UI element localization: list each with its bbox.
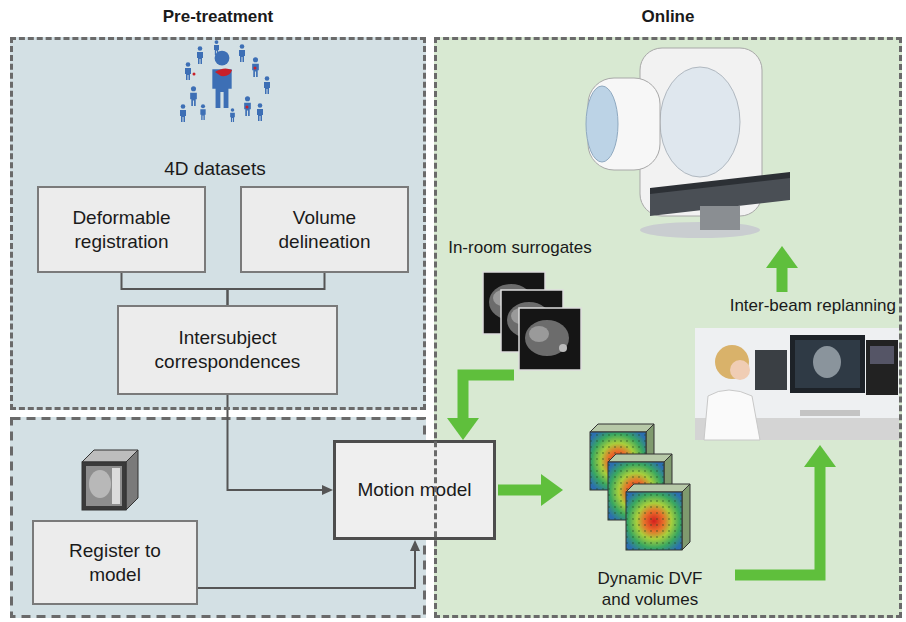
population-icon	[193, 73, 196, 76]
mr-slices	[525, 320, 569, 356]
population-icon	[239, 44, 245, 62]
flow-arrow	[766, 246, 798, 292]
image-node: Dynamic DVF and volumes	[565, 425, 735, 610]
box-text: Deformable registration	[47, 206, 196, 254]
flow-arrow	[735, 466, 820, 575]
arrow-head	[447, 418, 479, 440]
flow-arrow	[463, 375, 514, 419]
arrow-head	[410, 540, 420, 551]
workstation-photo	[800, 410, 860, 416]
connector-line	[228, 395, 334, 495]
box-text: Intersubject correspondences	[127, 326, 328, 374]
image-caption: In-room surrogates	[442, 238, 598, 258]
workstation-photo	[755, 350, 787, 390]
dvf-cubes	[590, 424, 690, 550]
population-icon	[190, 86, 197, 106]
panel-ground	[10, 37, 902, 618]
linac-illustration	[586, 48, 790, 238]
workstation-photo	[695, 328, 899, 440]
population-icon	[264, 76, 270, 94]
workstation-photo	[695, 328, 899, 440]
flow-arrow	[735, 445, 836, 575]
linac-illustration	[700, 206, 740, 230]
population-icon	[200, 104, 205, 120]
population-icon	[254, 67, 257, 70]
population-icon	[180, 40, 270, 122]
panel-ground	[10, 37, 426, 410]
workstation-photo	[866, 340, 898, 395]
image-caption: Dynamic DVF and volumes	[585, 569, 715, 610]
workstation-photo	[730, 360, 750, 380]
flow-arrow	[447, 375, 514, 440]
box-text: Volume delineation	[250, 206, 399, 254]
volume-cube	[126, 450, 138, 510]
image-caption: Inter-beam replanning	[730, 296, 896, 316]
population-icon	[215, 68, 232, 76]
workstation-photo	[704, 390, 760, 440]
workstation-photo	[870, 346, 894, 364]
mr-slices	[519, 308, 581, 370]
mr-slices	[529, 326, 549, 342]
dvf-cubes	[682, 484, 690, 550]
volume-cube	[82, 462, 126, 510]
connector-line	[198, 550, 415, 588]
population-icon	[212, 51, 231, 108]
workstation-photo	[790, 335, 865, 393]
arrow-head	[322, 485, 333, 495]
panel-ground	[434, 37, 902, 618]
connector-line	[198, 540, 420, 588]
panel-heading: Online	[437, 7, 899, 27]
volume-cube	[82, 450, 138, 510]
population-icon	[185, 62, 191, 80]
volume-cube	[112, 468, 120, 504]
population-icon	[197, 46, 203, 64]
process-box: Register to model	[32, 520, 198, 605]
population-icon	[180, 104, 186, 122]
dvf-cubes	[608, 454, 672, 462]
mr-slices	[483, 272, 581, 370]
dvf-cubes	[626, 492, 682, 550]
population-icon	[246, 106, 249, 109]
workstation-photo	[813, 346, 841, 378]
flow-arrow	[777, 266, 788, 292]
model-box: Motion model	[333, 440, 496, 540]
volume-cube	[86, 466, 122, 506]
flow-arrow	[766, 246, 798, 268]
dvf-cubes	[626, 492, 682, 550]
connector-line	[228, 273, 325, 305]
flow-arrow	[498, 474, 563, 506]
population-icon	[244, 96, 251, 116]
image-node: In-room surrogates	[442, 238, 598, 372]
population-icon	[257, 103, 263, 121]
connector-line	[122, 273, 228, 305]
linac-illustration	[586, 86, 618, 162]
process-box: Intersubject correspondences	[117, 305, 338, 395]
stage-panel: Pre-treatmentDeformable registrationVolu…	[10, 37, 426, 410]
arrow-head	[804, 445, 836, 467]
process-box: Deformable registration	[37, 186, 206, 273]
population-icon	[230, 108, 235, 122]
volume-cube	[89, 470, 111, 498]
box-text: Motion model	[357, 478, 471, 502]
flow-arrow	[498, 485, 542, 496]
panel-heading: Pre-treatment	[13, 7, 423, 27]
process-box: Volume delineation	[240, 186, 409, 273]
arrow-head	[541, 474, 563, 506]
dvf-cubes	[626, 484, 690, 492]
mr-slices	[559, 344, 567, 352]
connector-line	[122, 273, 228, 305]
dvf-cubes	[590, 424, 654, 432]
workstation-photo	[715, 345, 749, 379]
linac-illustration	[650, 172, 790, 194]
stage-panel: OnlineIn-room surrogatesDynamic DVF and …	[434, 37, 902, 618]
group-label: 4D datasets	[164, 158, 265, 180]
connector-line	[228, 273, 325, 305]
box-text: Register to model	[42, 539, 188, 587]
image-node: Inter-beam replanning	[670, 296, 896, 442]
workstation-photo	[795, 340, 860, 388]
linac-illustration	[660, 67, 740, 177]
population-icon	[252, 57, 259, 77]
